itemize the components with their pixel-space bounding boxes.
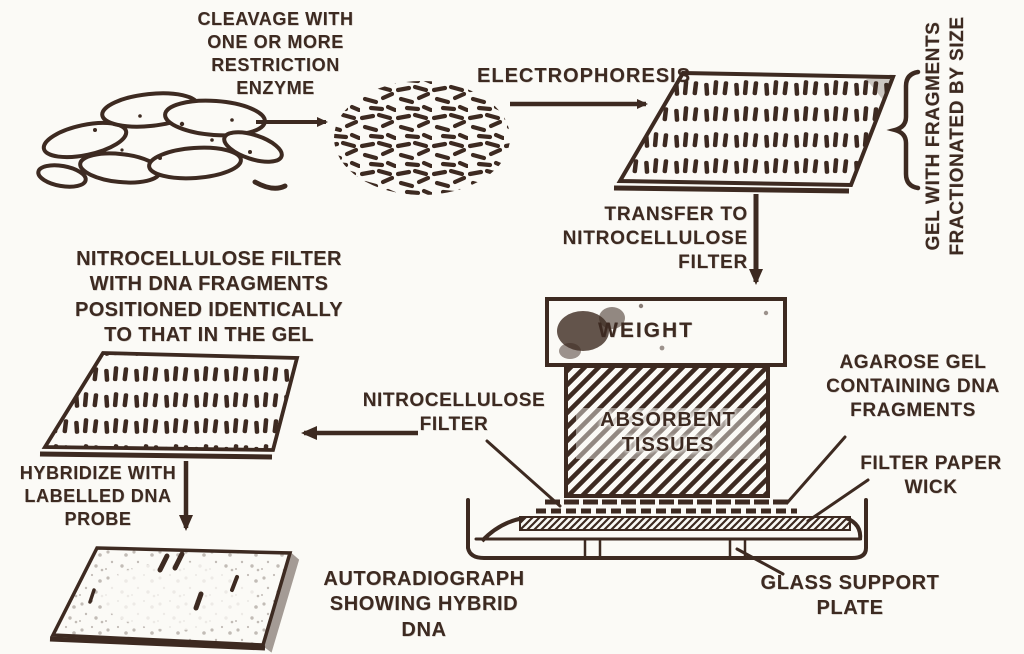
- nitrocellulose-filter-sheet: [39, 351, 300, 460]
- plate-supports: [583, 537, 747, 560]
- label-agarose-gel: AGAROSE GEL CONTAINING DNA FRAGMENTS: [826, 352, 1000, 422]
- label-hybridize: HYBRIDIZE WITH LABELLED DNA PROBE: [19, 463, 177, 529]
- label-electrophoresis: ELECTROPHORESIS: [477, 65, 691, 87]
- dna-fragments-cluster: [334, 81, 510, 195]
- label-absorbent-tissues: ABSORBENT TISSUES: [576, 408, 760, 459]
- label-cleavage: CLEAVAGE WITH ONE OR MORE RESTRICTION EN…: [197, 9, 354, 98]
- leader-nitrocellulose: [485, 439, 562, 508]
- tray: [466, 498, 868, 560]
- absorbent-tissues-box: [564, 364, 770, 498]
- hybrid-bands: [88, 551, 239, 611]
- genomic-dna-blob: [36, 91, 288, 191]
- label-nitrocellulose-filter: NITROCELLULOSE FILTER: [362, 390, 546, 436]
- ink-smudge: [557, 303, 769, 359]
- gel-slab: [613, 70, 896, 194]
- label-nc-filter-positioned: NITROCELLULOSE FILTER WITH DNA FRAGMENTS…: [74, 248, 344, 347]
- leader-lines: [485, 435, 870, 576]
- gel-brace: [886, 69, 921, 191]
- label-autoradiograph: AUTORADIOGRAPH SHOWING HYBRID DNA: [323, 568, 525, 641]
- label-gel-with-fragments: GEL WITH FRAGMENTS FRACTIONATED BY SIZE: [923, 16, 969, 256]
- label-weight: WEIGHT: [598, 319, 694, 342]
- leader-wick: [806, 478, 870, 523]
- leader-agarose: [785, 435, 847, 505]
- label-transfer: TRANSFER TO NITROCELLULOSE FILTER: [562, 204, 748, 274]
- blot-layers: [480, 499, 863, 543]
- autoradiograph-sheet: [49, 546, 300, 653]
- label-glass-support-plate: GLASS SUPPORT PLATE: [760, 572, 940, 620]
- label-filter-paper-wick: FILTER PAPER WICK: [860, 453, 1002, 499]
- leader-glass: [735, 547, 785, 576]
